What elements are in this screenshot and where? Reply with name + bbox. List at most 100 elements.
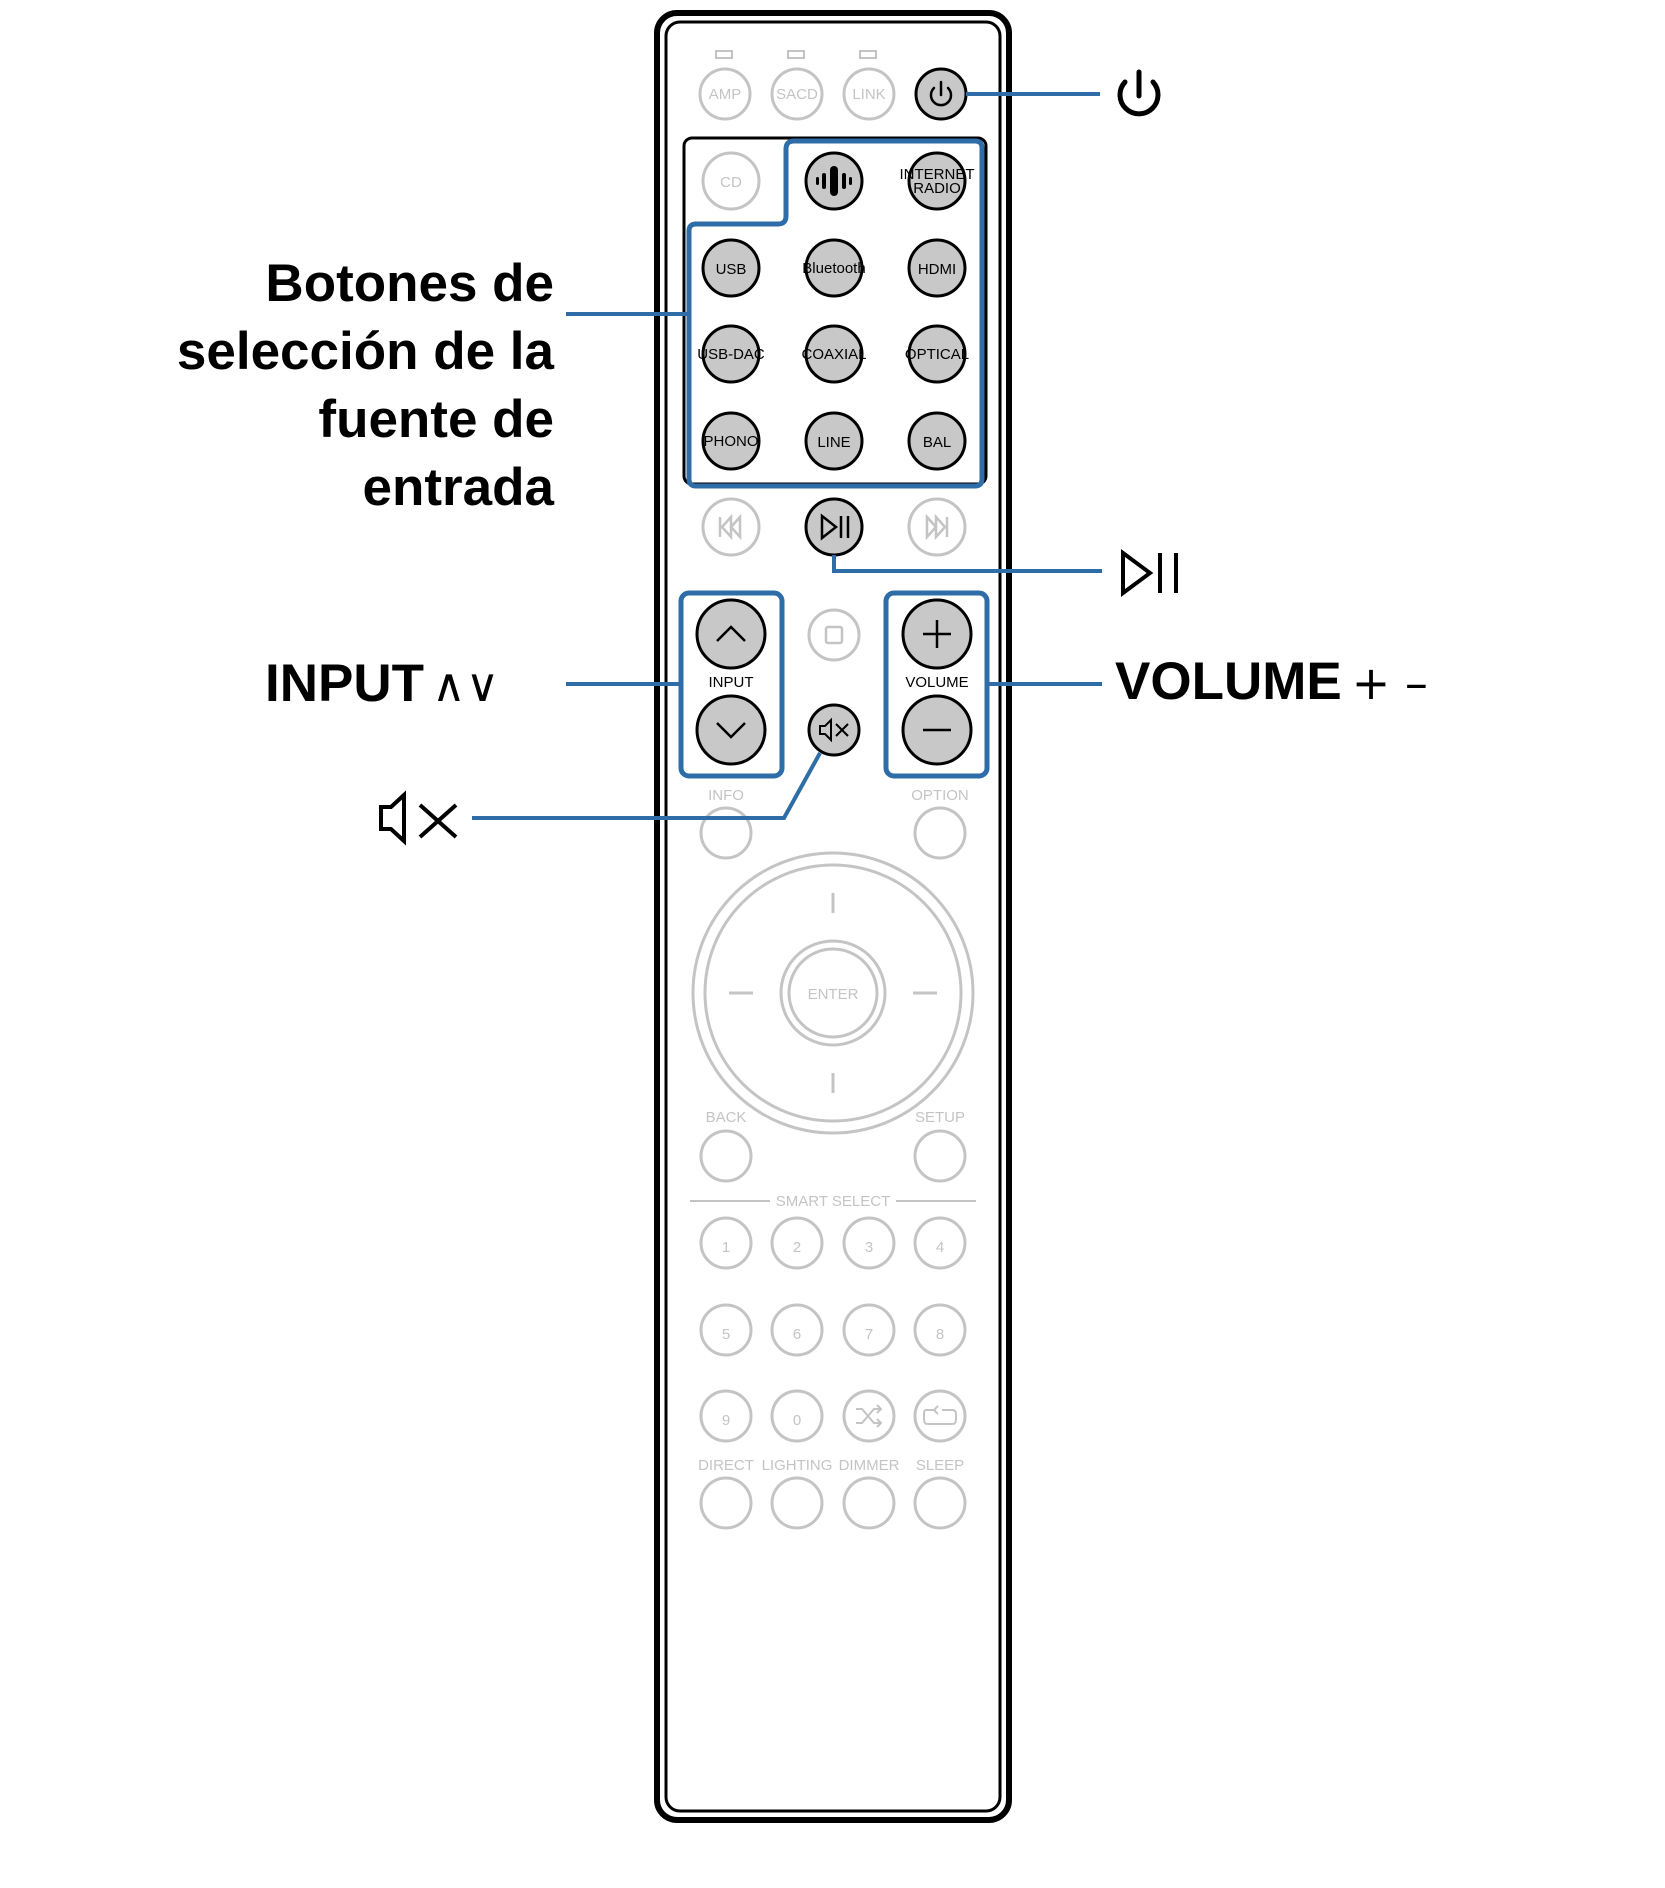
back-label: BACK bbox=[706, 1109, 747, 1126]
source-select-callout-line2: selección de la bbox=[176, 322, 554, 381]
digit-9-button[interactable]: 9 bbox=[699, 1389, 753, 1443]
enter-label: ENTER bbox=[808, 986, 859, 1003]
input-up-button[interactable] bbox=[695, 598, 767, 670]
digit-5-button[interactable]: 5 bbox=[699, 1303, 753, 1357]
sacd-label: SACD bbox=[776, 86, 818, 103]
digit-4-button[interactable]: 4 bbox=[913, 1216, 967, 1270]
chevron-down-icon bbox=[716, 722, 746, 739]
led-link bbox=[859, 50, 877, 59]
mute-callout-icon bbox=[379, 790, 458, 846]
usb-dac-label: USB-DAC bbox=[697, 346, 765, 363]
sacd-button[interactable]: SACD bbox=[770, 67, 824, 121]
digit-6-button[interactable]: 6 bbox=[770, 1303, 824, 1357]
power-icon bbox=[929, 80, 953, 107]
input-callout: INPUT∧∨ bbox=[265, 650, 499, 719]
plus-icon bbox=[923, 620, 951, 648]
info-label: INFO bbox=[708, 787, 744, 804]
heos-button[interactable] bbox=[804, 151, 864, 211]
previous-icon bbox=[718, 513, 742, 541]
internet-radio-label-2: RADIO bbox=[913, 180, 961, 197]
mute-leader-line bbox=[472, 752, 822, 820]
volume-up-button[interactable] bbox=[901, 598, 973, 670]
link-label: LINK bbox=[852, 86, 885, 103]
phono-label: PHONO bbox=[703, 433, 758, 450]
lighting-label: LIGHTING bbox=[762, 1457, 833, 1474]
setup-label: SETUP bbox=[915, 1109, 965, 1126]
remote-body-inner bbox=[664, 20, 1002, 1813]
source-select-callout-line3: fuente de bbox=[318, 390, 554, 449]
stop-icon bbox=[824, 625, 844, 645]
bluetooth-label: Bluetooth bbox=[802, 260, 865, 277]
play-pause-callout-icon bbox=[1121, 549, 1178, 597]
internet-radio-button[interactable]: INTERNET RADIO bbox=[900, 151, 975, 211]
coaxial-button[interactable]: COAXIAL bbox=[801, 324, 867, 384]
repeat-button[interactable] bbox=[913, 1389, 967, 1443]
digit-1-button[interactable]: 1 bbox=[699, 1216, 753, 1270]
phono-button[interactable]: PHONO bbox=[701, 411, 761, 471]
play-pause-button[interactable] bbox=[804, 497, 864, 557]
dimmer-button[interactable] bbox=[842, 1476, 896, 1530]
amp-label: AMP bbox=[709, 86, 742, 103]
digit-0-button[interactable]: 0 bbox=[770, 1389, 824, 1443]
play-pause-icon bbox=[820, 513, 850, 541]
stop-button[interactable] bbox=[807, 608, 861, 662]
digit-7-button[interactable]: 7 bbox=[842, 1303, 896, 1357]
sleep-button[interactable] bbox=[913, 1476, 967, 1530]
usb-button[interactable]: USB bbox=[701, 238, 761, 298]
link-button[interactable]: LINK bbox=[842, 67, 896, 121]
mute-icon bbox=[819, 717, 849, 743]
amp-button[interactable]: AMP bbox=[698, 67, 752, 121]
previous-button[interactable] bbox=[701, 497, 761, 557]
bluetooth-button[interactable]: Bluetooth bbox=[802, 238, 866, 298]
bal-button[interactable]: BAL bbox=[907, 411, 967, 471]
coaxial-label: COAXIAL bbox=[801, 346, 866, 363]
back-button[interactable] bbox=[699, 1129, 753, 1183]
usb-dac-button[interactable]: USB-DAC bbox=[697, 324, 765, 384]
cd-button[interactable]: CD bbox=[701, 151, 761, 211]
input-callout-text: INPUT bbox=[265, 654, 424, 713]
enter-button[interactable]: ENTER bbox=[779, 939, 887, 1047]
smart-select-label: SMART SELECT bbox=[776, 1193, 890, 1210]
digit-label: 1 bbox=[722, 1239, 730, 1256]
cd-label: CD bbox=[720, 174, 742, 191]
digit-label: 4 bbox=[936, 1239, 944, 1256]
internet-radio-label-1: INTERNET bbox=[900, 166, 975, 183]
source-select-callout-line4: entrada bbox=[362, 458, 554, 517]
input-callout-symbols: ∧∨ bbox=[432, 658, 500, 712]
setup-button[interactable] bbox=[913, 1129, 967, 1183]
direct-button[interactable] bbox=[699, 1476, 753, 1530]
digit-label: 2 bbox=[793, 1239, 801, 1256]
volume-callout-symbols: + – bbox=[1351, 656, 1428, 710]
digit-label: 9 bbox=[722, 1412, 730, 1429]
digit-label: 0 bbox=[793, 1412, 801, 1429]
next-button[interactable] bbox=[907, 497, 967, 557]
digit-label: 7 bbox=[865, 1326, 873, 1343]
mute-button[interactable] bbox=[807, 703, 861, 757]
digit-label: 6 bbox=[793, 1326, 801, 1343]
shuffle-button[interactable] bbox=[842, 1389, 896, 1443]
info-button[interactable] bbox=[699, 806, 753, 860]
next-icon bbox=[925, 513, 949, 541]
digit-8-button[interactable]: 8 bbox=[913, 1303, 967, 1357]
option-button[interactable] bbox=[913, 806, 967, 860]
play-pause-leader-line bbox=[832, 555, 1102, 573]
source-select-highlight bbox=[686, 138, 985, 489]
led-sacd bbox=[787, 50, 805, 59]
power-button[interactable] bbox=[914, 67, 968, 121]
direct-label: DIRECT bbox=[698, 1457, 754, 1474]
input-down-button[interactable] bbox=[695, 694, 767, 766]
volume-button-label: VOLUME bbox=[905, 674, 968, 691]
digit-3-button[interactable]: 3 bbox=[842, 1216, 896, 1270]
volume-down-button[interactable] bbox=[901, 694, 973, 766]
hdmi-label: HDMI bbox=[918, 261, 956, 278]
digit-2-button[interactable]: 2 bbox=[770, 1216, 824, 1270]
digit-label: 5 bbox=[722, 1326, 730, 1343]
optical-button[interactable]: OPTICAL bbox=[905, 324, 969, 384]
line-button[interactable]: LINE bbox=[804, 411, 864, 471]
lighting-button[interactable] bbox=[770, 1476, 824, 1530]
chevron-up-icon bbox=[716, 625, 746, 642]
led-amp bbox=[715, 50, 733, 59]
line-label: LINE bbox=[817, 434, 850, 451]
hdmi-button[interactable]: HDMI bbox=[907, 238, 967, 298]
